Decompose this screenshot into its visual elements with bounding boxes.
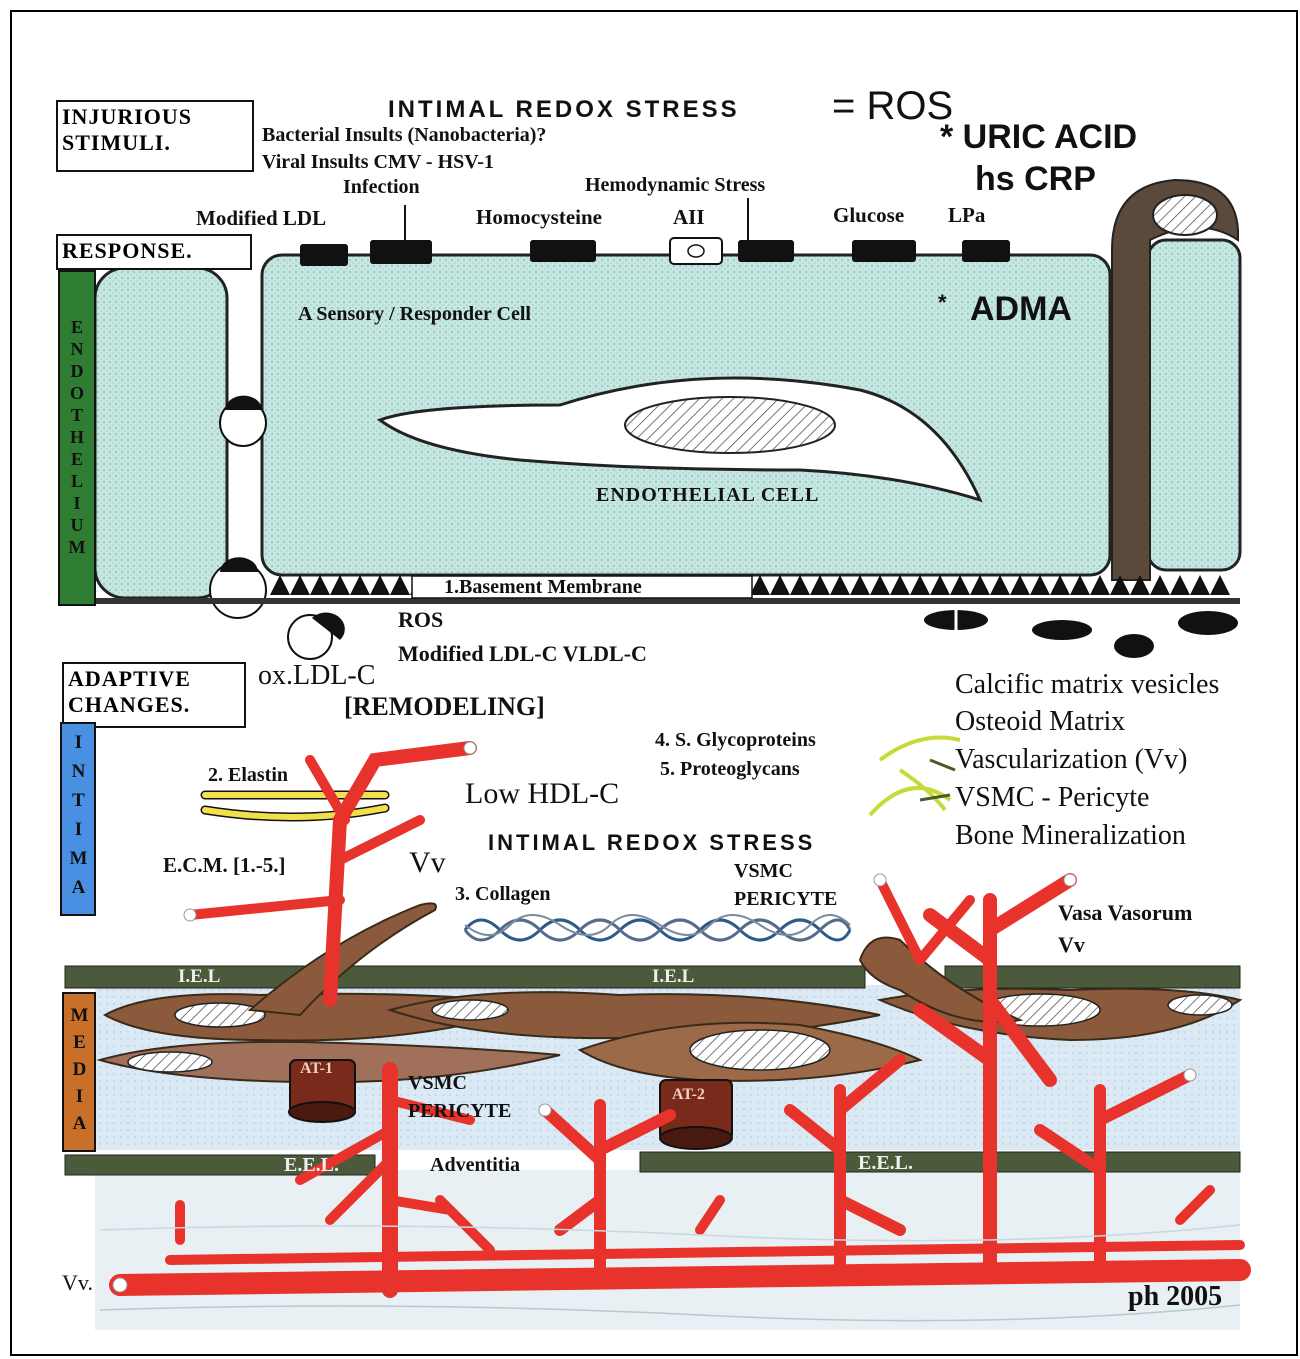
right-endothelial-cell [1148,240,1240,570]
adaptive-changes-box: ADAPTIVE CHANGES. [62,662,246,728]
media-bar: MEDIA [62,992,96,1152]
ox-ldl-label: ox.LDL-C [258,660,375,692]
signature-label: ph 2005 [1128,1281,1222,1313]
vv-bottom-label: Vv. [62,1270,93,1296]
at1-label: AT-1 [300,1060,333,1078]
response-box: RESPONSE. [56,234,252,270]
hs-crp-label: hs CRP [975,160,1096,199]
adma-label: ADMA [970,290,1072,329]
iel-right-label: I.E.L [652,966,694,988]
vascularization-label: Vascularization (Vv) [955,744,1187,776]
adventitia-label: Adventitia [430,1154,520,1177]
endothelium-bar: ENDOTHELIUM [58,270,96,606]
bone-mineralization-label: Bone Mineralization [955,820,1186,852]
glycoproteins-label: 4. S. Glycoproteins [655,729,816,752]
low-hdl-label: Low HDL-C [465,777,619,811]
left-endothelial-cell [95,268,227,598]
basement-membrane-label: 1.Basement Membrane [444,576,642,599]
intima-bar: INTIMA [60,722,96,916]
modified-ldl-c-label: Modified LDL-C VLDL-C [398,641,647,667]
vasa-vasorum-label: Vasa Vasorum Vv [1058,897,1192,961]
collagen-label: 3. Collagen [455,883,551,906]
eel-left-label: E.E.L. [284,1154,339,1177]
glucose-label: Glucose [833,203,904,228]
calcific-vesicles-label: Calcific matrix vesicles [955,669,1219,701]
intimal-redox-stress-mid: INTIMAL REDOX STRESS [488,830,815,856]
bacterial-insults: Bacterial Insults (Nanobacteria)? [262,124,546,147]
ros-equation: = ROS [832,84,953,129]
vsmc-pericyte-top-label: VSMC PERICYTE [734,857,837,913]
elastin-label: 2. Elastin [208,764,288,787]
vsmc-pericyte-right-label: VSMC - Pericyte [955,782,1149,814]
proteoglycans-label: 5. Proteoglycans [660,758,800,781]
osteoid-matrix-label: Osteoid Matrix [955,706,1125,738]
aii-label: AII [673,205,705,230]
iel-left-label: I.E.L [178,966,220,988]
modified-ldl-label: Modified LDL [196,206,326,231]
eel-right-label: E.E.L. [858,1152,913,1175]
sensory-cell-label: A Sensory / Responder Cell [298,303,531,326]
ros-label: ROS [398,607,443,633]
at2-label: AT-2 [672,1086,705,1104]
endothelial-cell-label: ENDOTHELIAL CELL [596,484,819,507]
infection-label: Infection [343,176,420,199]
vv-label: Vv [409,846,446,880]
adma-star: * [938,290,947,316]
vsmc-pericyte-bottom-label: VSMC PERICYTE [408,1069,511,1125]
lpa-label: LPa [948,203,985,228]
viral-insults: Viral Insults CMV - HSV-1 [262,151,494,174]
remodeling-label: [REMODELING] [344,692,545,722]
uric-acid-label: * URIC ACID [940,118,1137,157]
homocysteine-label: Homocysteine [476,205,602,230]
injurious-stimuli-box: INJURIOUS STIMULI. [56,100,254,172]
eel-band-right [640,1152,1240,1172]
ecm-label: E.C.M. [1.-5.] [163,853,285,878]
hemodynamic-label: Hemodynamic Stress [585,174,765,197]
intimal-redox-stress-title: INTIMAL REDOX STRESS [388,96,740,124]
